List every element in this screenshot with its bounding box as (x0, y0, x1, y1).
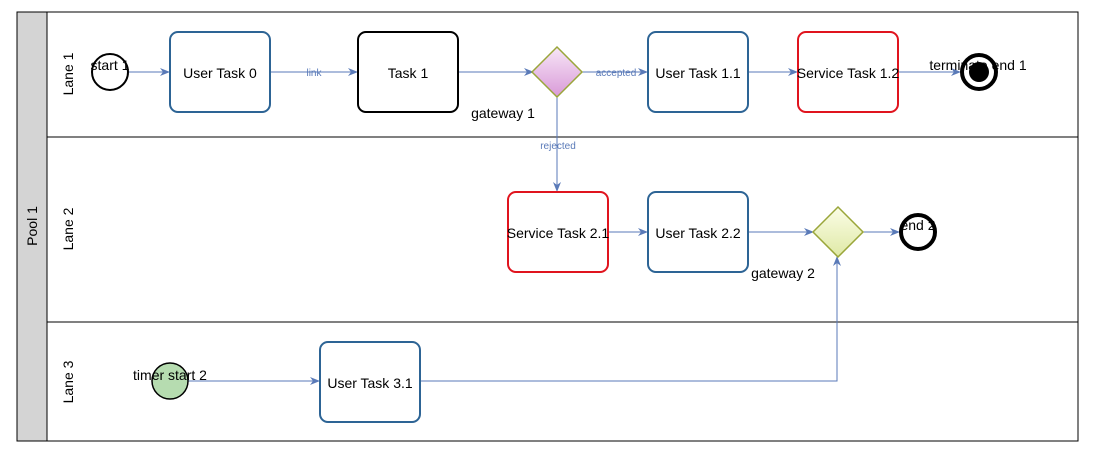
user-task-0-label: User Task 0 (183, 65, 257, 81)
user-task-2-2[interactable]: User Task 2.2 (647, 191, 749, 273)
end-event-2-label: end 2 (900, 217, 935, 233)
terminate-end-event-1-label: terminate end 1 (929, 57, 1026, 73)
gateway-2[interactable]: gateway 2 (751, 205, 865, 281)
end-event-2[interactable]: end 2 (899, 213, 937, 251)
start-event-1[interactable]: start 1 (91, 53, 130, 91)
flow-link-label: link (306, 68, 322, 79)
user-task-1-1[interactable]: User Task 1.1 (647, 31, 749, 113)
timer-start-event-2-label: timer start 2 (133, 367, 207, 383)
user-task-0[interactable]: User Task 0 (169, 31, 271, 113)
user-task-2-2-label: User Task 2.2 (655, 225, 741, 241)
lane-2-label: Lane 2 (60, 207, 76, 250)
flow-rejected-label: rejected (540, 141, 576, 152)
flows (128, 68, 961, 385)
user-task-1-1-label: User Task 1.1 (655, 65, 741, 81)
pool-label: Pool 1 (24, 206, 40, 246)
lane-1-label: Lane 1 (60, 52, 76, 95)
task-1-label: Task 1 (388, 65, 429, 81)
service-task-1-2[interactable]: Service Task 1.2 (797, 31, 900, 113)
timer-start-event-2[interactable]: timer start 2 (133, 362, 207, 400)
lane-3[interactable]: Lane 3 (46, 321, 1079, 442)
service-task-2-1-label: Service Task 2.1 (507, 225, 610, 241)
user-task-3-1[interactable]: User Task 3.1 (319, 341, 421, 423)
flow-usertask31-to-gateway2[interactable] (420, 256, 841, 382)
gateway-1[interactable]: gateway 1 (471, 45, 584, 121)
lane-3-label: Lane 3 (60, 360, 76, 403)
service-task-1-2-label: Service Task 1.2 (797, 65, 900, 81)
service-task-2-1[interactable]: Service Task 2.1 (507, 191, 610, 273)
start-event-1-label: start 1 (91, 57, 130, 73)
flow-accepted-label: accepted (596, 68, 637, 79)
terminate-end-event-1[interactable]: terminate end 1 (929, 53, 1027, 91)
user-task-3-1-label: User Task 3.1 (327, 375, 413, 391)
gateway-2-label: gateway 2 (751, 265, 815, 281)
gateway-1-label: gateway 1 (471, 105, 535, 121)
pool-header (16, 11, 48, 442)
task-1[interactable]: Task 1 (357, 31, 459, 113)
